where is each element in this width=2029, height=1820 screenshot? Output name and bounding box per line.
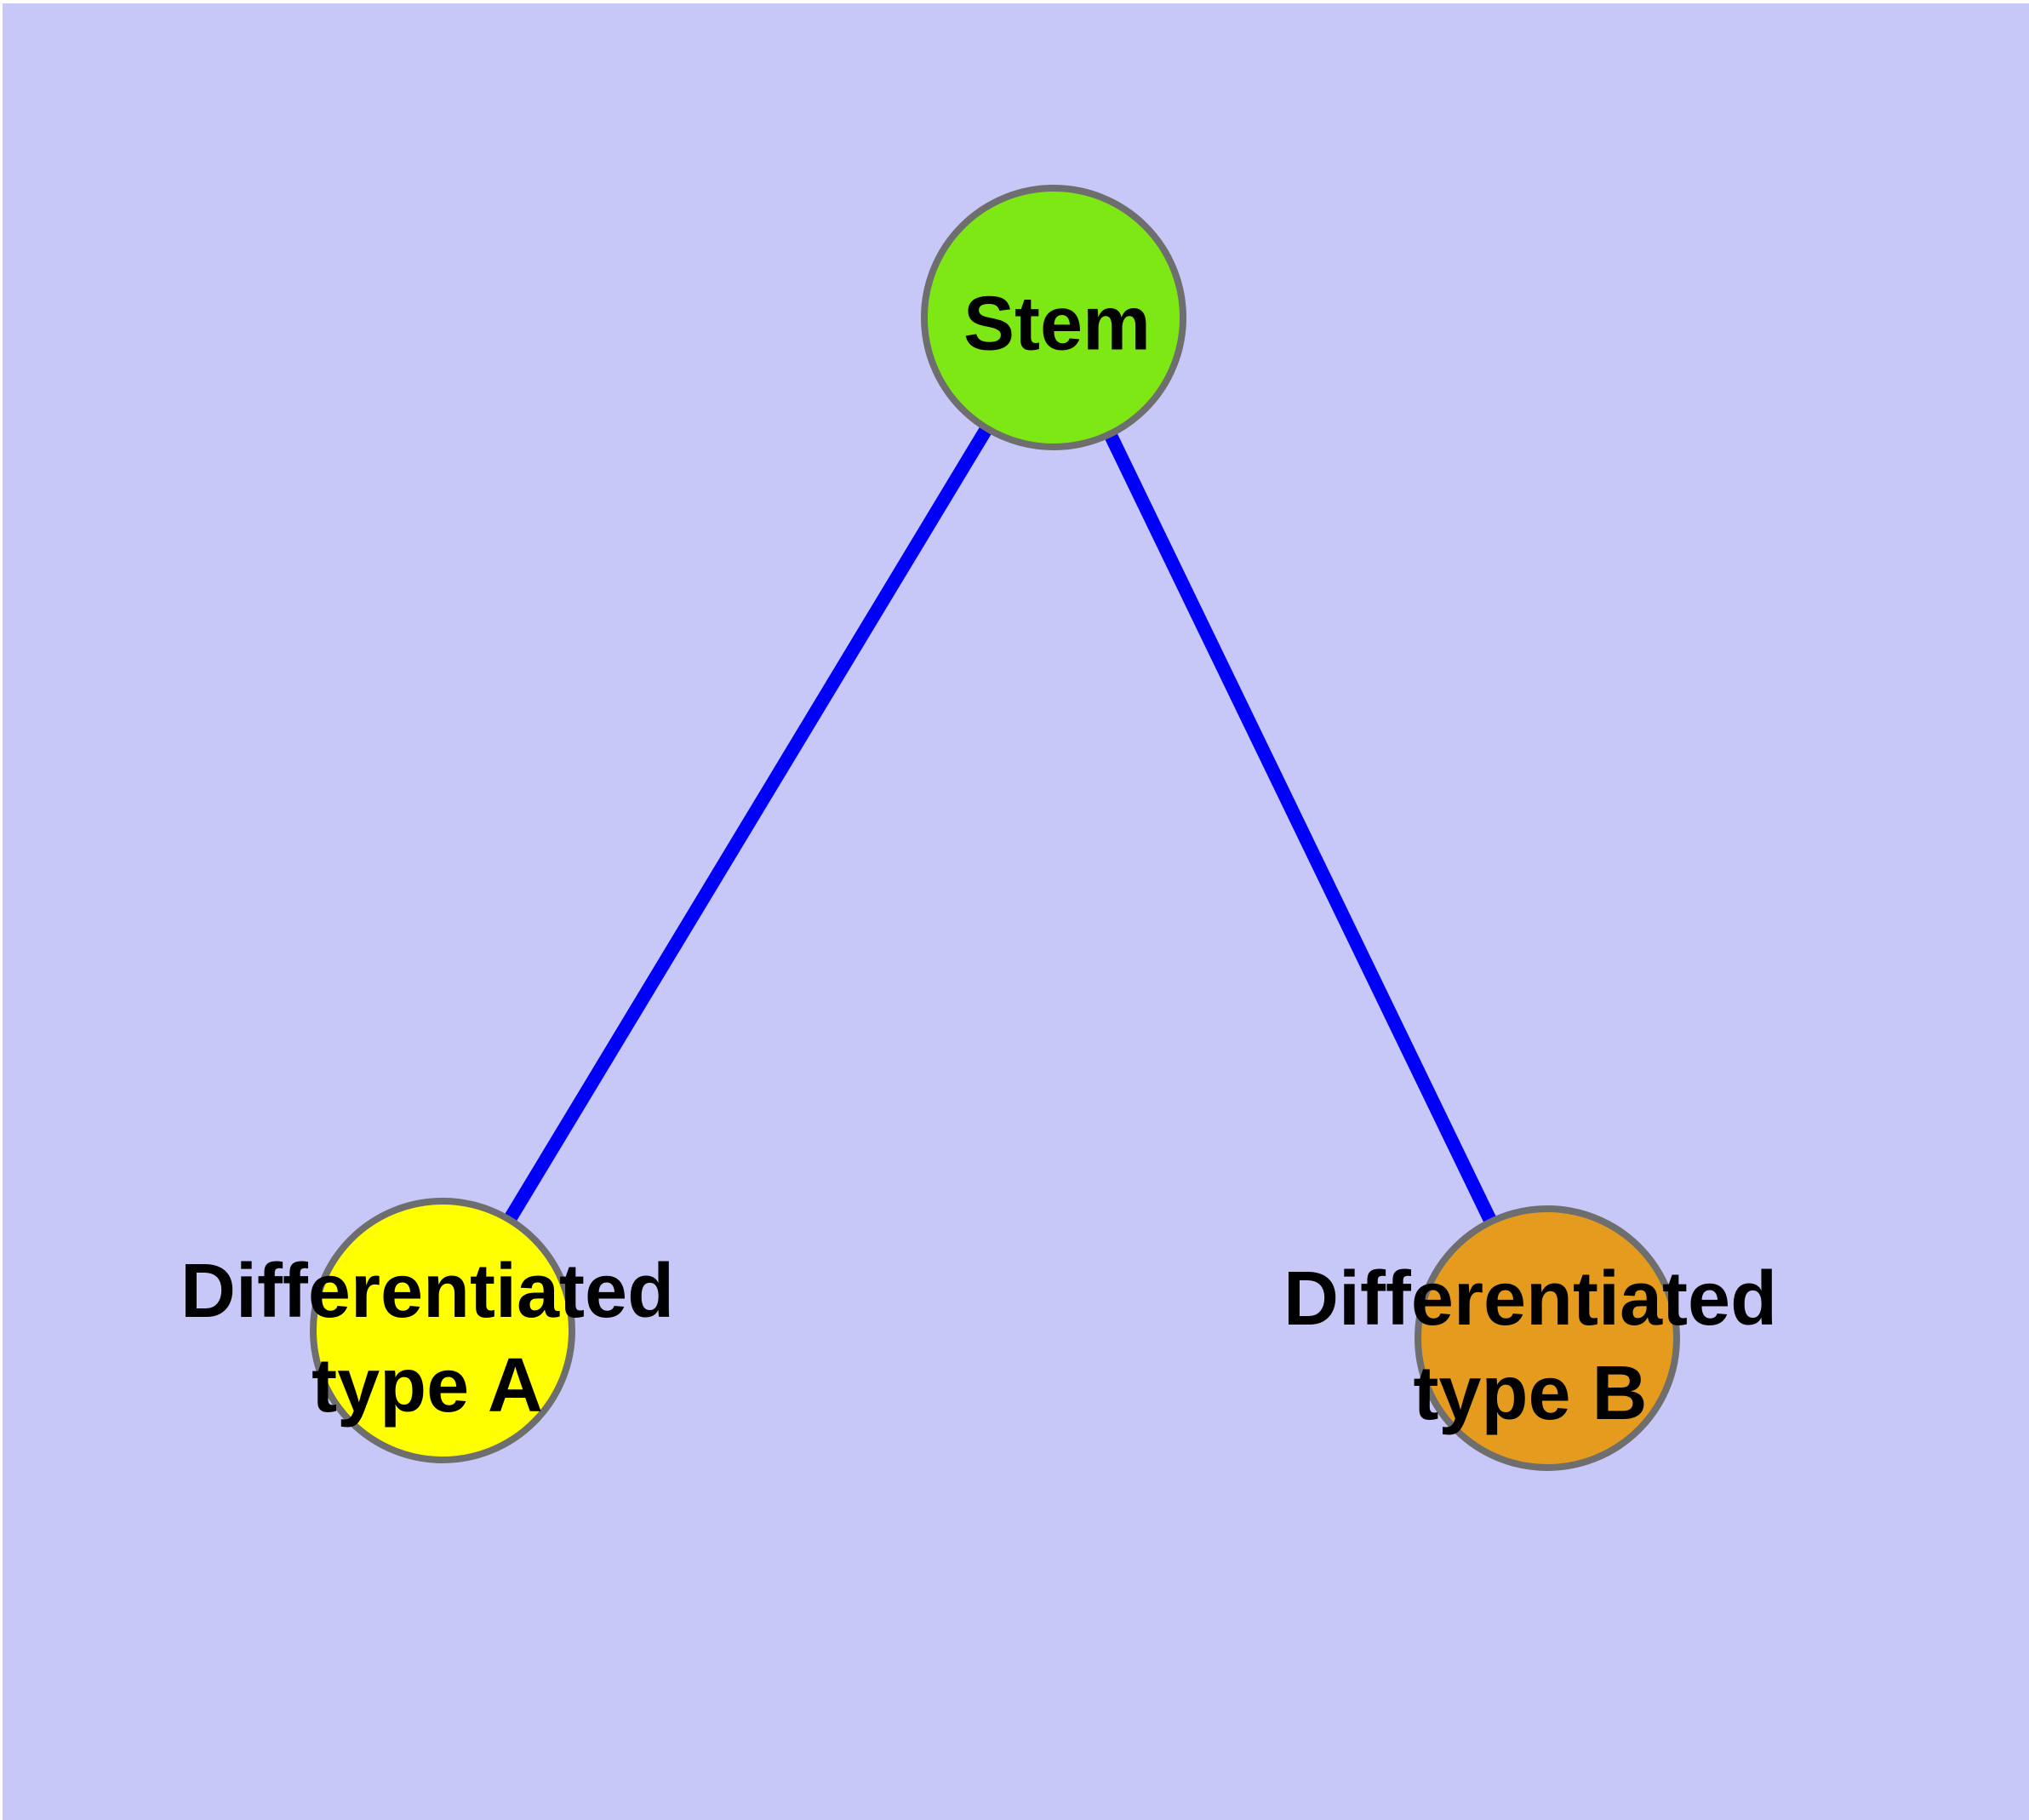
node-stem-label: Stem [963, 278, 1151, 372]
node-type-a-label: Differentiated type A [180, 1245, 674, 1434]
edge-stem-to-type-b [1047, 314, 1554, 1342]
node-stem-circle [921, 185, 1186, 450]
node-type-a-circle [310, 1198, 575, 1463]
node-type-b-label-line-1: Differentiated [1283, 1256, 1778, 1342]
node-type-b-circle [1415, 1205, 1680, 1471]
graph-svg [310, 185, 1680, 1471]
node-type-b-label-line-2: type B [1413, 1351, 1648, 1436]
edge-stem-to-type-a [437, 313, 1060, 1335]
node-type-a-label-line-2: type A [311, 1343, 543, 1428]
node-stem-label-line: Stem [963, 281, 1152, 367]
node-type-b-label: Differentiated type B [1283, 1252, 1777, 1441]
diagram-canvas: Stem Differentiated type A Differentiate… [3, 3, 2029, 1820]
node-type-a-label-line-1: Differentiated [180, 1249, 675, 1334]
